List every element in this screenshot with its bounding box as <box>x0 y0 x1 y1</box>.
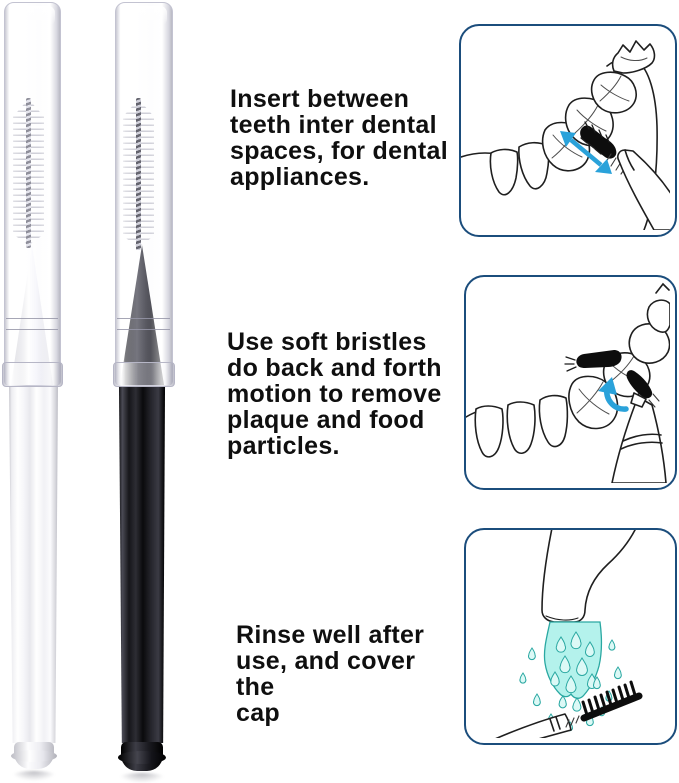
instruction-panel-3 <box>464 528 677 745</box>
white-brush-cap-line <box>6 329 58 330</box>
tooth <box>590 71 637 114</box>
black-interdental-brush <box>113 0 177 783</box>
black-brush-cap-rim <box>113 362 175 387</box>
white-brush-cap-line <box>6 318 58 319</box>
interdental-brush-icon <box>580 121 670 230</box>
tooth-crown <box>611 40 656 74</box>
tooth-edge <box>655 282 670 294</box>
black-brush-reflection <box>118 773 166 783</box>
white-brush-handle <box>9 385 58 743</box>
interdental-brush-icon <box>495 676 643 738</box>
tooth <box>538 394 569 448</box>
product-photo <box>0 0 220 783</box>
tooth <box>628 323 670 364</box>
interdental-brush-icon <box>564 350 667 483</box>
white-brush-cap-rim <box>2 362 63 387</box>
water-stream <box>519 621 622 732</box>
brush-handle-outline <box>617 149 670 230</box>
rotation-arrow-icon <box>598 377 629 412</box>
tooth <box>646 299 670 333</box>
tooth <box>518 141 550 190</box>
brush-between-teeth-illustration <box>461 40 670 230</box>
tooth <box>506 401 536 454</box>
black-brush-handle <box>118 385 166 743</box>
tooth <box>489 148 519 196</box>
white-interdental-brush <box>2 0 66 783</box>
brush-handle-outline <box>495 713 572 738</box>
white-brush-reflection <box>11 771 57 781</box>
rinse-under-faucet-illustration <box>495 530 643 738</box>
brush-back-and-forth-illustration <box>466 282 670 483</box>
black-brush-end-ring <box>118 751 166 764</box>
black-brush-clear-cap <box>115 2 173 386</box>
step-2-text: Use soft bristles do back and forth moti… <box>227 328 442 460</box>
brush-handle-outline <box>611 397 667 483</box>
instruction-panel-2 <box>464 275 677 490</box>
black-brush-cap-line <box>117 329 170 330</box>
direction-arrow-icon <box>560 131 612 174</box>
white-brush-end-ring <box>11 750 57 762</box>
white-brush-clear-cap <box>4 2 61 386</box>
tooth <box>474 405 504 458</box>
black-brush-cap-line <box>117 318 170 319</box>
faucet-icon <box>541 530 636 623</box>
step-1-text: Insert between teeth inter dental spaces… <box>230 85 448 191</box>
instruction-panel-1 <box>459 24 677 237</box>
step-3-text: Rinse well after use, and cover the cap <box>236 621 425 727</box>
